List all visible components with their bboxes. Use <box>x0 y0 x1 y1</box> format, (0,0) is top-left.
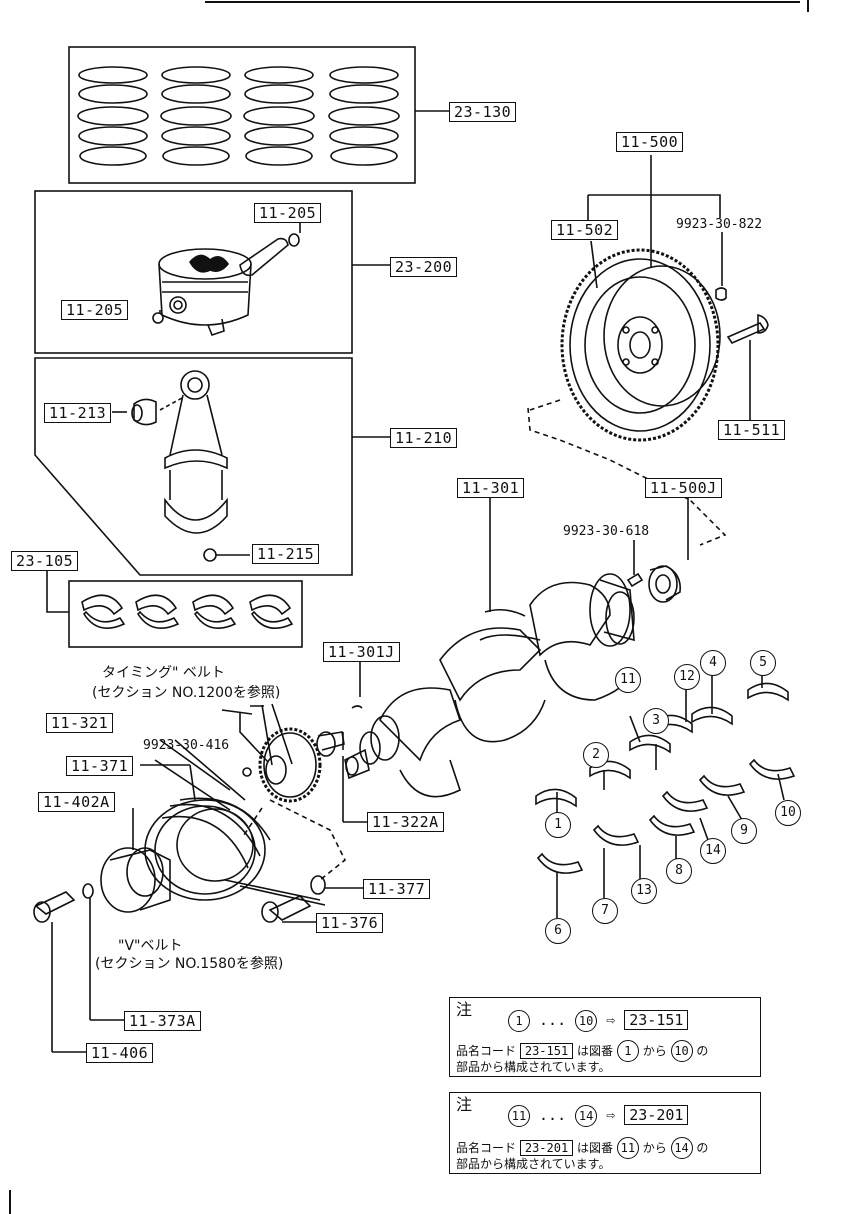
note-code-2b: 23-201 <box>519 1140 574 1156</box>
conrod-group <box>34 357 390 576</box>
note-head-1: 注 <box>456 1000 473 1019</box>
v-belt-note-2: (セクション NO.1580を参照) <box>95 956 284 972</box>
note-code-1: 23-151 <box>624 1010 689 1030</box>
label-flywheel-bolt: 11-511 <box>718 420 786 440</box>
pilot-bearing-group <box>626 497 689 603</box>
note-code-2: 23-201 <box>624 1105 689 1125</box>
label-pilot-bearing: 11-500J <box>645 478 722 498</box>
note-to-2: 14 <box>575 1105 598 1127</box>
label-washer: 11-377 <box>363 879 431 899</box>
note-line-1b: 部品から構成されています。 <box>456 1060 611 1074</box>
timing-sprocket-group <box>221 703 367 881</box>
ring-set-2 <box>160 66 232 166</box>
crank-pin-mark <box>351 705 363 709</box>
note-from-1: 1 <box>508 1010 530 1032</box>
label-pulley: 11-321 <box>46 713 114 733</box>
bearing-num-6: 6 <box>545 918 571 944</box>
bearing-num-13: 13 <box>631 878 657 904</box>
label-piston: 23-200 <box>390 257 458 277</box>
bearing-num-5: 5 <box>750 650 776 676</box>
piston-group <box>34 190 390 354</box>
note-range-2: 11 ... 14 ⇨ 23-201 <box>508 1105 689 1127</box>
bearing-num-10: 10 <box>775 800 801 826</box>
bearing-num-2: 2 <box>583 742 609 768</box>
timing-belt-note-1: タイミング" ベルト <box>102 665 225 681</box>
label-bushing: 11-213 <box>44 403 112 423</box>
label-damper: 11-371 <box>66 756 134 776</box>
bearing-num-12: 12 <box>674 664 700 690</box>
label-bolt: 11-376 <box>316 913 384 933</box>
bearing-num-11: 11 <box>615 667 641 693</box>
label-bolt-2: 11-406 <box>86 1043 154 1063</box>
note-head-2: 注 <box>456 1095 473 1114</box>
bearing-num-3: 3 <box>643 708 669 734</box>
main-bearings-group <box>535 665 796 918</box>
note-code-1b: 23-151 <box>519 1043 574 1059</box>
ring-set-1 <box>77 66 149 166</box>
label-pulley-key: 9923-30-416 <box>143 738 230 753</box>
damper-pulley-group <box>140 739 326 906</box>
ring-set-4 <box>328 66 400 166</box>
note-range-1: 1 ... 10 ⇨ 23-151 <box>508 1010 689 1032</box>
label-conrod: 11-210 <box>390 428 458 448</box>
bearing-num-9: 9 <box>731 818 757 844</box>
bearing-num-1: 1 <box>545 812 571 838</box>
note-box-2: 注 11 ... 14 ⇨ 23-201 品名コード 23-201 は図番 11… <box>449 1092 761 1174</box>
crankshaft-group <box>344 496 636 798</box>
label-flywheel-gear: 11-502 <box>551 220 619 240</box>
piston-rings-group <box>68 46 450 184</box>
note-to-1: 10 <box>575 1010 598 1032</box>
label-flywheel-pin: 9923-30-822 <box>676 217 763 232</box>
label-pilot-pin: 9923-30-618 <box>563 524 650 539</box>
hub-group <box>100 808 171 913</box>
bearing-num-4: 4 <box>700 650 726 676</box>
bearing-num-8: 8 <box>666 858 692 884</box>
bolt-left-group <box>33 883 125 1053</box>
label-crankshaft: 11-301 <box>457 478 525 498</box>
label-piston-rings: 23-130 <box>449 102 517 122</box>
label-crank-pin: 11-301J <box>323 642 400 662</box>
label-piston-pin-a: 11-205 <box>254 203 322 223</box>
note-from-2: 11 <box>508 1105 530 1127</box>
flywheel-group <box>527 155 769 546</box>
bearing-num-7: 7 <box>592 898 618 924</box>
label-conrod-nut: 11-215 <box>252 544 320 564</box>
bolt-right-group <box>261 875 363 923</box>
ring-set-3 <box>243 66 315 166</box>
timing-belt-note-2: (セクション NO.1200を参照) <box>92 685 281 701</box>
label-hub: 11-402A <box>38 792 115 812</box>
bearing-num-14: 14 <box>700 838 726 864</box>
label-sprocket-plug: 11-322A <box>367 812 444 832</box>
note-line-1a: 品名コード 23-151 は図番 1 から 10 の <box>456 1040 708 1062</box>
v-belt-note-1: "V"ベルト <box>118 938 183 954</box>
conrod-bearings-group <box>46 570 303 648</box>
label-conrod-bearing: 23-105 <box>11 551 79 571</box>
note-box-1: 注 1 ... 10 ⇨ 23-151 品名コード 23-151 は図番 1 か… <box>449 997 761 1077</box>
note-line-2b: 部品から構成されています。 <box>456 1157 611 1171</box>
note-line-2a: 品名コード 23-201 は図番 11 から 14 の <box>456 1137 708 1159</box>
label-washer-2: 11-373A <box>124 1011 201 1031</box>
label-flywheel: 11-500 <box>616 132 684 152</box>
label-piston-pin-b: 11-205 <box>61 300 129 320</box>
